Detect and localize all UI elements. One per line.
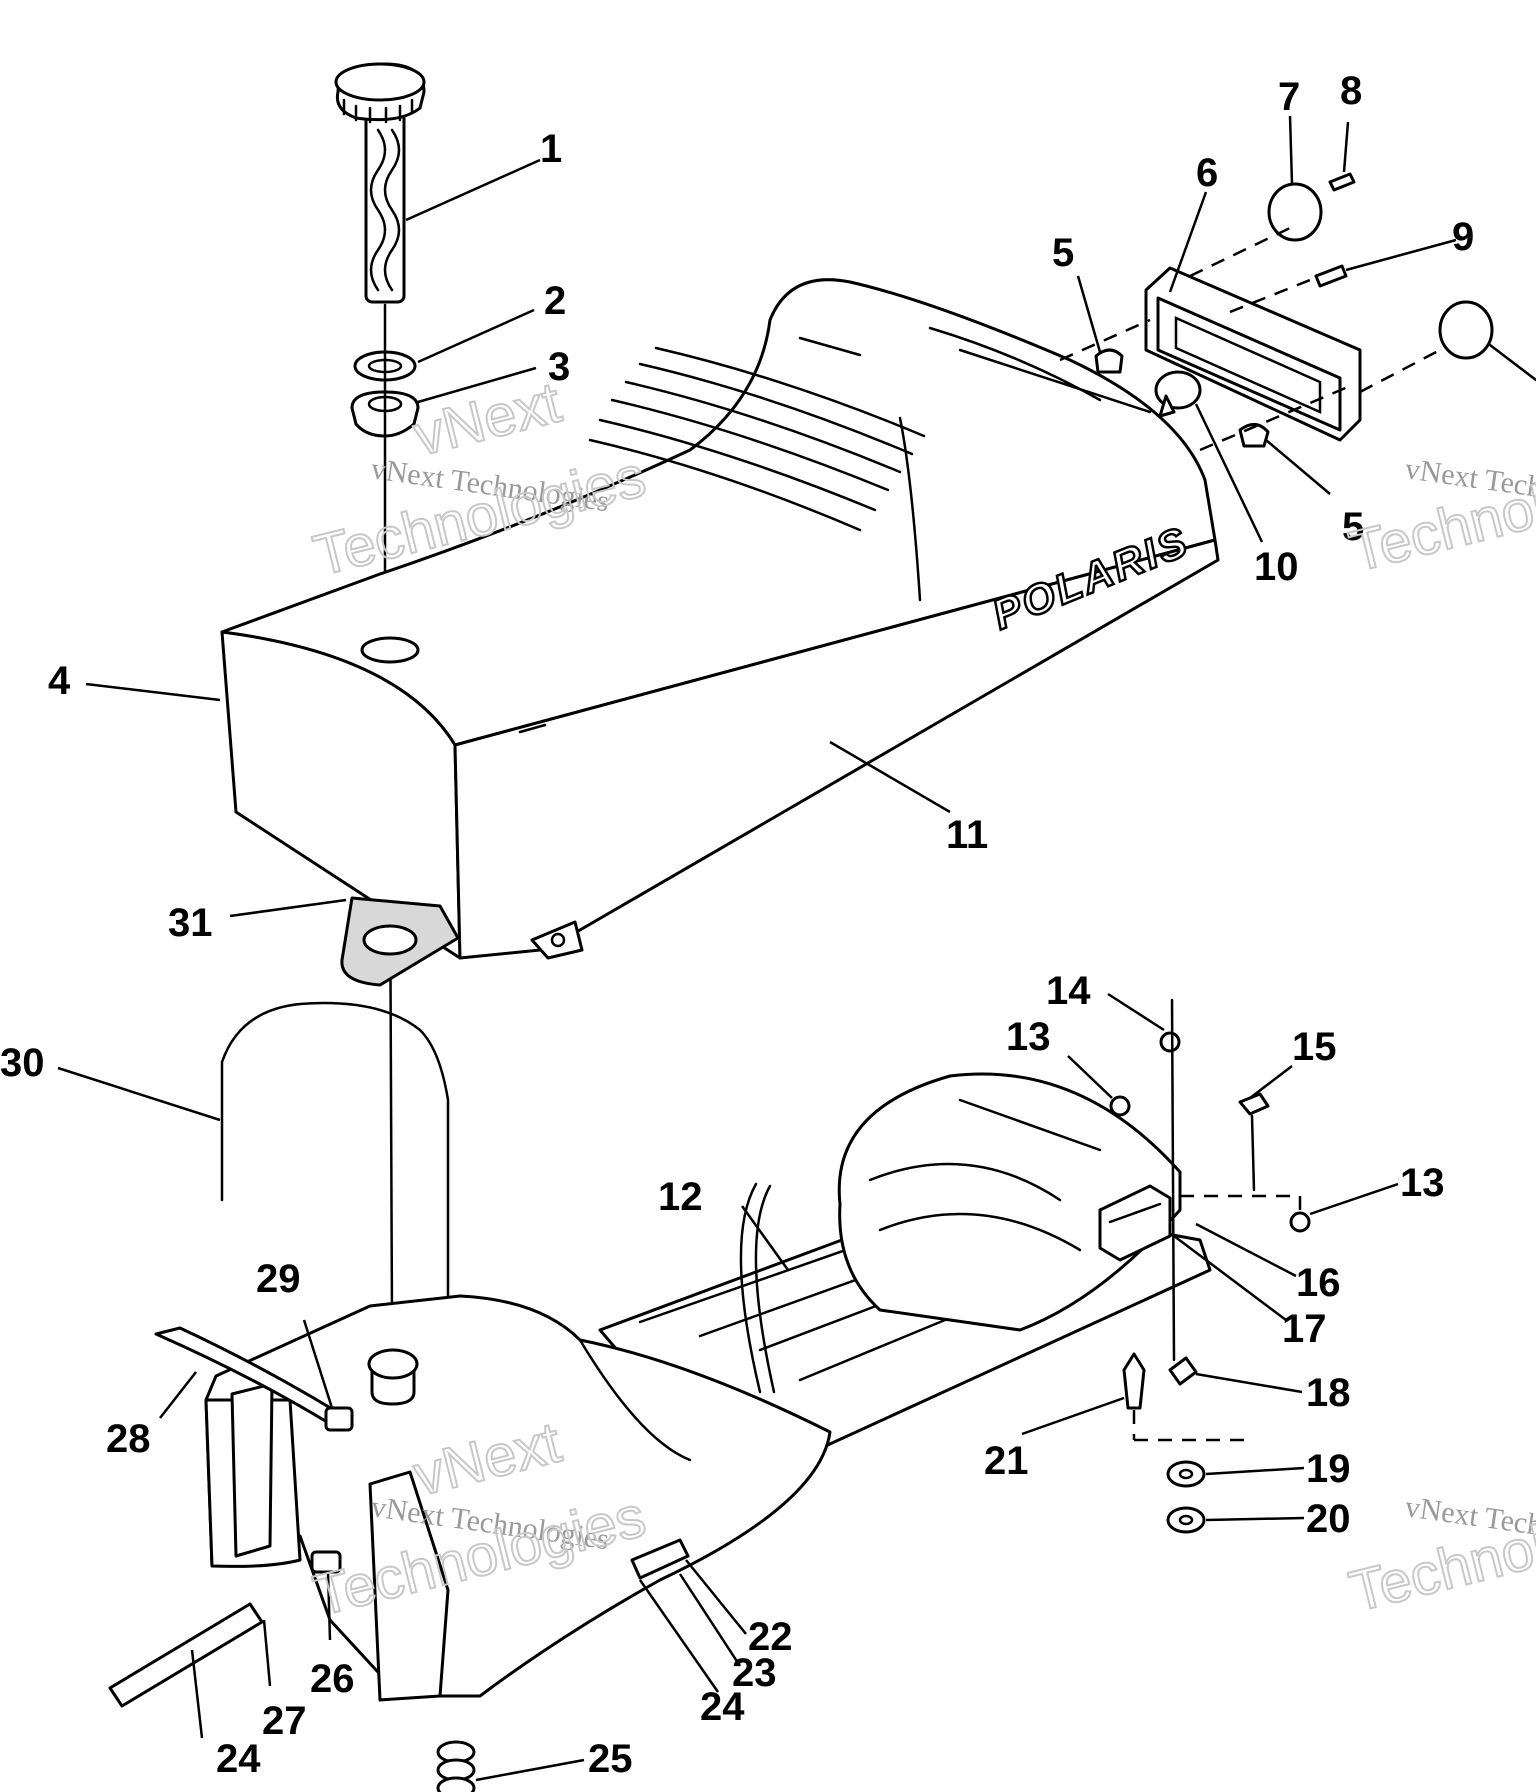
callout-15: 15	[1292, 1025, 1337, 1069]
callout-3: 3	[548, 345, 570, 389]
callout-18: 18	[1306, 1371, 1351, 1415]
callout-7: 7	[1278, 75, 1300, 119]
callout-20: 20	[1306, 1497, 1351, 1541]
callout-29: 29	[256, 1257, 301, 1301]
callout-22: 22	[748, 1615, 793, 1659]
callout-8: 8	[1340, 69, 1362, 113]
watermark-outline: vNext	[407, 370, 567, 469]
watermarks: vNext Technologies vNext Technologies vN…	[306, 369, 1536, 1630]
callout-6: 6	[1196, 151, 1218, 195]
callout-24a: 24	[700, 1685, 745, 1729]
callout-1: 1	[540, 127, 562, 171]
callout-2: 2	[544, 279, 566, 323]
callout-12: 12	[658, 1175, 703, 1219]
hose-clamp	[436, 1740, 476, 1792]
callout-9: 9	[1452, 215, 1474, 259]
callout-24b: 24	[216, 1737, 261, 1781]
fuel-cap-gauge	[334, 62, 426, 304]
callout-5a: 5	[1052, 231, 1074, 275]
callout-numbers: 1 2 3 4 5 5 6 7 8 9 10 11 12 13 13 14 15…	[0, 69, 1474, 1781]
callout-14: 14	[1046, 969, 1091, 1013]
wire-loop	[220, 1001, 450, 1322]
callout-13b: 13	[1400, 1161, 1445, 1205]
fuel-tank-base	[108, 998, 1311, 1792]
callout-27: 27	[262, 1699, 307, 1743]
callout-26: 26	[310, 1657, 355, 1701]
seat: POLARIS	[220, 278, 1220, 960]
callout-23: 23	[732, 1651, 777, 1695]
taillight-assembly	[1059, 172, 1536, 452]
callout-11: 11	[946, 813, 988, 857]
callout-10: 10	[1254, 545, 1299, 589]
callout-16: 16	[1296, 1261, 1341, 1305]
callout-30: 30	[0, 1041, 45, 1085]
callout-31: 31	[168, 901, 213, 945]
gasket	[340, 896, 460, 987]
leader-lines	[57, 115, 1457, 1782]
callout-5b: 5	[1342, 505, 1364, 549]
callout-17: 17	[1282, 1307, 1327, 1351]
callout-4: 4	[48, 659, 71, 703]
callout-25: 25	[588, 1737, 633, 1781]
callout-13a: 13	[1006, 1015, 1051, 1059]
callout-21: 21	[984, 1439, 1029, 1483]
callout-19: 19	[1306, 1447, 1351, 1491]
callout-28: 28	[106, 1417, 151, 1461]
